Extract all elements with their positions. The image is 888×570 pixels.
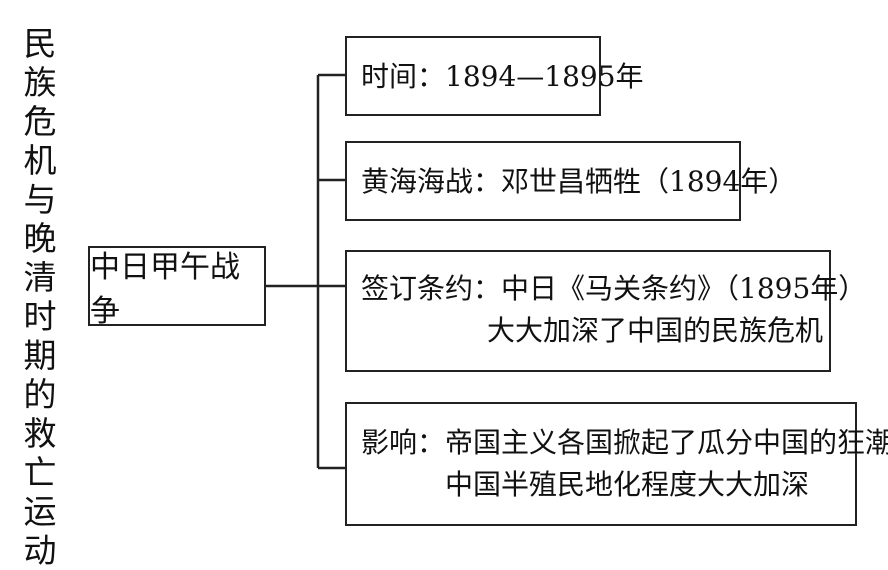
branch-impact-line-2: 中国半殖民地化程度大大加深 — [445, 468, 810, 501]
branch-box-impact: 影响：帝国主义各国掀起了瓜分中国的狂潮 中国半殖民地化程度大大加深 — [345, 402, 888, 526]
branch-treaty-line-2: 大大加深了中国的民族危机 — [487, 314, 824, 347]
branch-impact-line-1: 影响：帝国主义各国掀起了瓜分中国的狂潮 — [361, 426, 888, 459]
branch-treaty-line-1: 签订条约：中日《马关条约》（1895年） — [361, 272, 867, 305]
root-node: 中日甲午战争 — [88, 246, 266, 329]
connector-lines — [266, 73, 345, 470]
branch-time-line-1: 时间：1894—1895年 — [361, 60, 644, 93]
vertical-title: 民 族 危 机 与 晚 清 时 期 的 救 亡 运 动 — [23, 24, 57, 570]
branch-box-battle: 黄海海战：邓世昌牺牲（1894年） — [345, 141, 797, 221]
root-label: 中日甲午战争 — [90, 250, 240, 329]
branch-battle-line-1: 黄海海战：邓世昌牺牲（1894年） — [361, 165, 797, 198]
branch-box-treaty: 签订条约：中日《马关条约》（1895年） 大大加深了中国的民族危机 — [345, 250, 867, 372]
branch-box-time: 时间：1894—1895年 — [345, 36, 644, 116]
